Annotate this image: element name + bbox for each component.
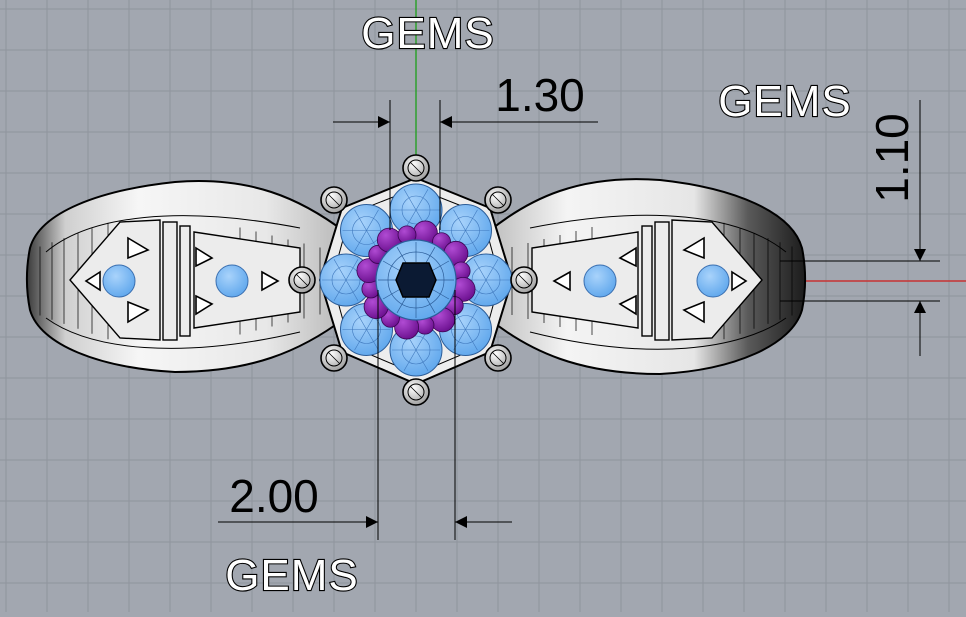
gems-label-right: GEMS <box>718 77 852 126</box>
triangle-mark <box>195 246 214 268</box>
triangle-mark <box>552 270 571 292</box>
dimension-value-top: 1.30 <box>495 69 585 121</box>
triangle-mark <box>195 294 214 316</box>
gems-label-bottom: GEMS <box>225 551 359 600</box>
gems-label-top: GEMS <box>361 9 495 58</box>
prong <box>402 154 430 182</box>
side-gem <box>102 264 136 298</box>
center-gem <box>375 239 457 321</box>
side-gem <box>583 264 617 298</box>
prong <box>320 186 348 214</box>
left-shank <box>26 180 346 374</box>
triangle-mark <box>84 270 101 292</box>
triangle-mark <box>682 236 705 260</box>
prong <box>402 378 430 406</box>
side-gem <box>215 264 249 298</box>
prong <box>484 186 512 214</box>
dimension-value-bottom: 2.00 <box>229 470 319 522</box>
triangle-mark <box>682 300 705 324</box>
triangle-mark <box>618 246 637 268</box>
right-shank <box>487 178 806 376</box>
dimension-value-right: 1.10 <box>866 113 918 203</box>
triangle-mark <box>618 294 637 316</box>
center-setting <box>288 154 538 406</box>
side-gem <box>696 264 730 298</box>
triangle-mark <box>261 270 280 292</box>
triangle-mark <box>127 300 150 324</box>
prong <box>288 266 316 294</box>
dimension-lines <box>218 100 940 540</box>
prong <box>510 266 538 294</box>
prong <box>484 344 512 372</box>
triangle-mark <box>127 236 150 260</box>
prong <box>320 344 348 372</box>
triangle-mark <box>731 270 748 292</box>
